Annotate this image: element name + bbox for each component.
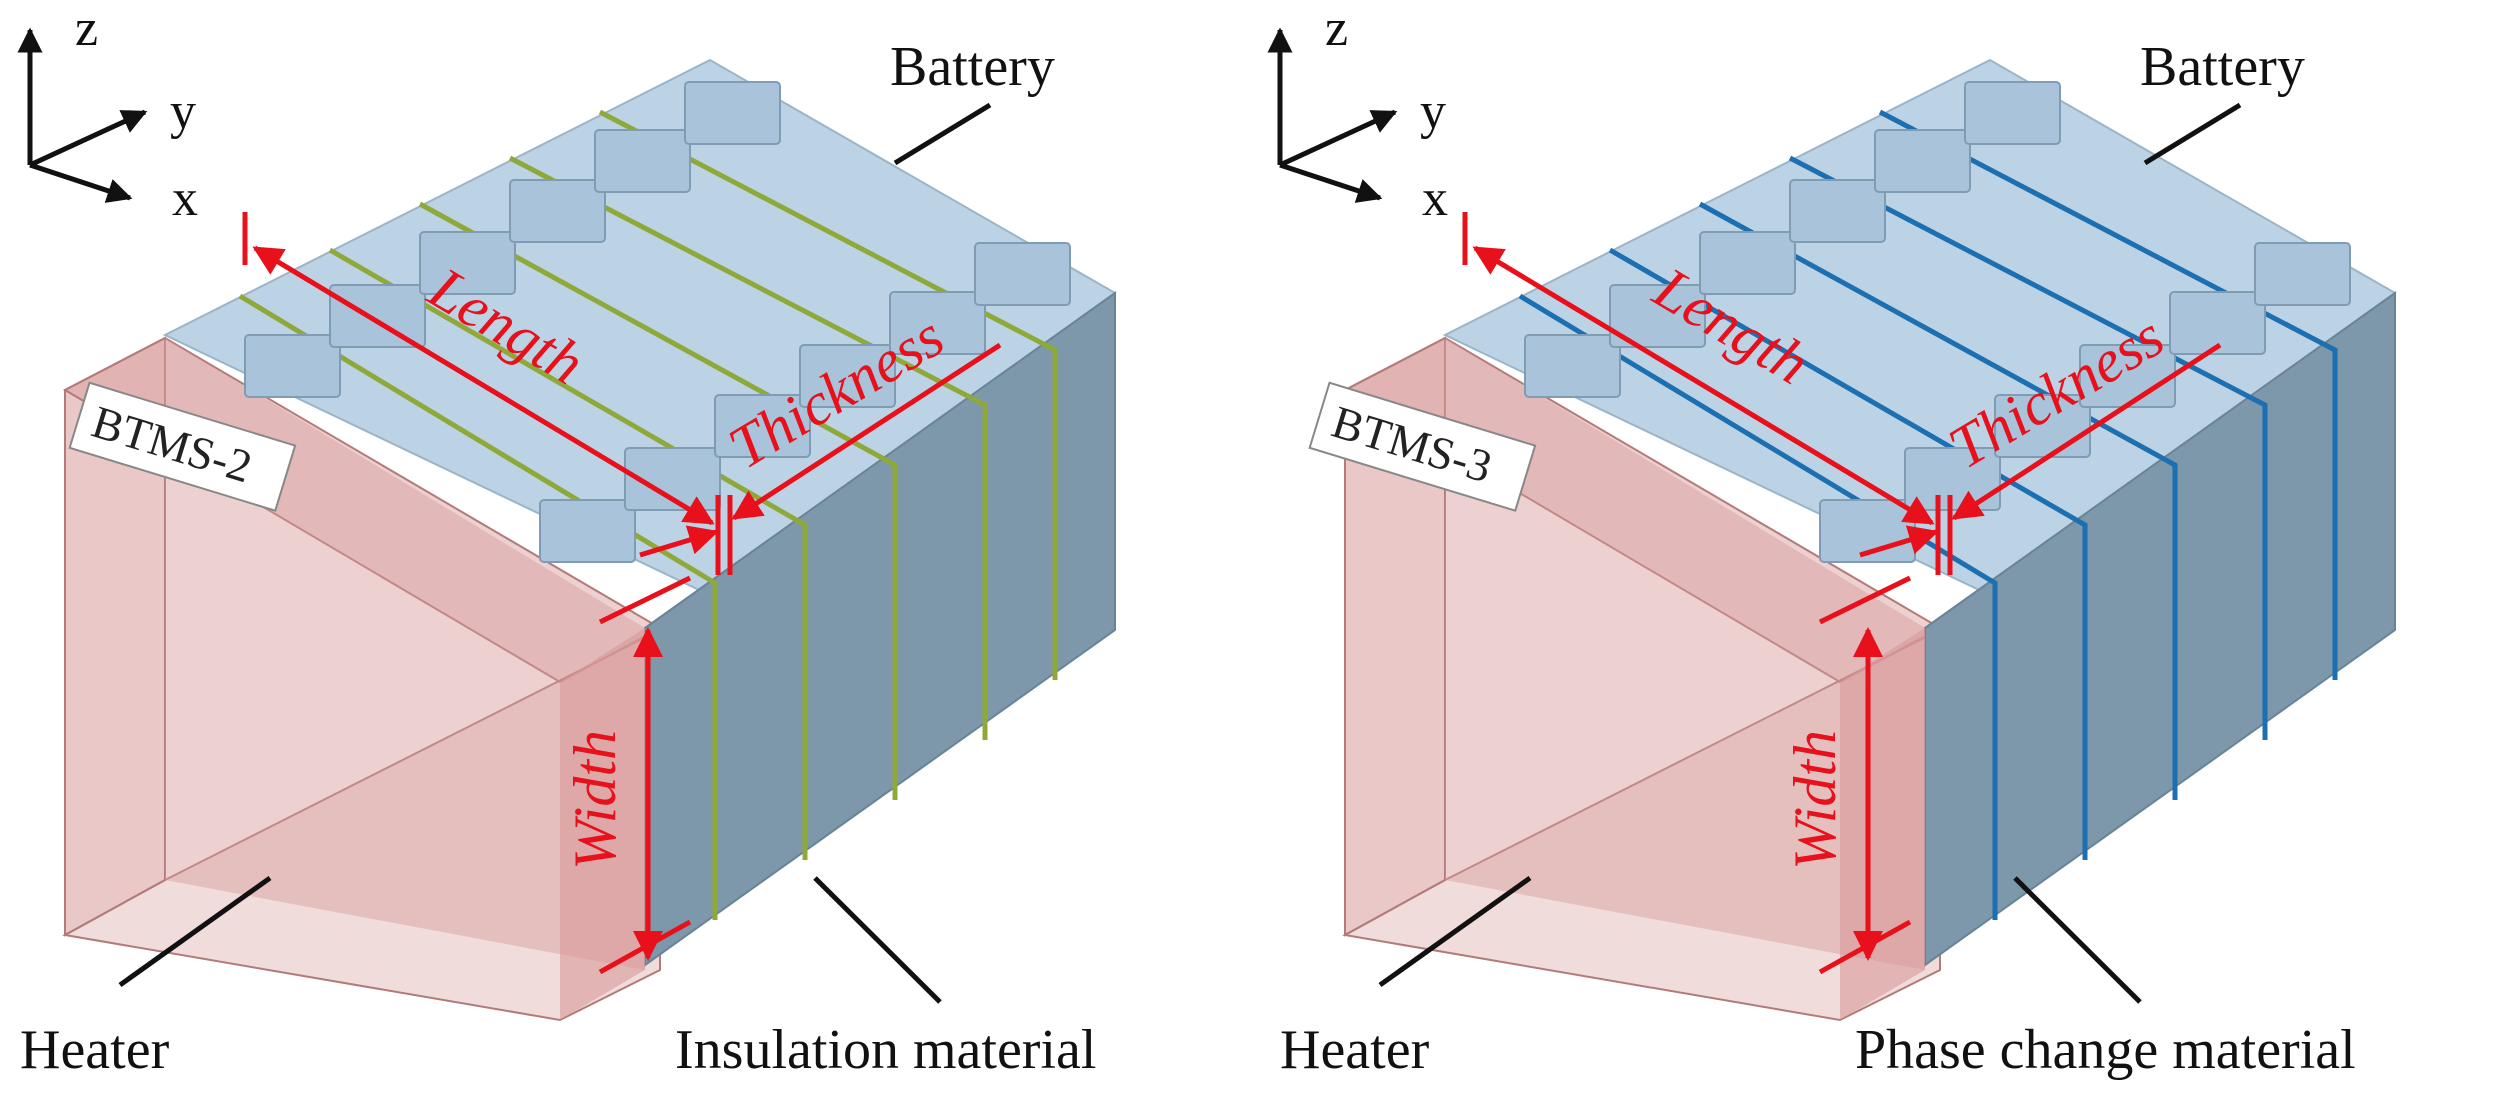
- length-dimension: [242, 212, 715, 526]
- axis-label-y: y: [170, 83, 196, 140]
- panel-btms-2: z y x Length Thickness Width BTMS-2: [17, 0, 1117, 1081]
- panel-btms-3: z y x Length Thickness Width BTMS-3 B: [1267, 0, 2397, 1081]
- terminal: [594, 129, 691, 193]
- width-dimension: [1818, 575, 1912, 975]
- btms-tag-box: [68, 381, 297, 512]
- terminal: [2169, 291, 2266, 355]
- btms-tag-box: [1308, 381, 1537, 512]
- terminal: [1874, 129, 1971, 193]
- material-label: Phase change material: [1855, 1019, 2356, 1081]
- heater-side-face: [1840, 628, 1925, 1020]
- terminal: [1789, 179, 1886, 243]
- leader-lines: [118, 102, 992, 1004]
- terminal: [1964, 81, 2061, 145]
- axis-label-x: x: [1422, 170, 1448, 227]
- heater-label: Heater: [1280, 1019, 1430, 1081]
- material-label: Insulation material: [675, 1019, 1096, 1081]
- battery-label: Battery: [890, 36, 1055, 98]
- terminal: [329, 284, 426, 348]
- axis-label-z: z: [75, 0, 98, 57]
- terminal: [1524, 334, 1621, 398]
- terminal: [889, 291, 986, 355]
- terminal: [539, 499, 636, 563]
- coordinate-axes: [17, 27, 148, 203]
- thickness-dimension: [639, 342, 1002, 575]
- terminal: [509, 179, 606, 243]
- width-dimension: [598, 575, 692, 975]
- terminal: [714, 394, 811, 458]
- axis-label-y: y: [1420, 83, 1446, 140]
- coordinate-axes: [1267, 27, 1398, 203]
- leader-lines: [1378, 102, 2242, 1004]
- heater-side-face: [560, 628, 645, 1020]
- terminal: [974, 242, 1071, 306]
- terminal: [2254, 242, 2351, 306]
- terminal: [799, 344, 896, 408]
- width-label: Width: [1782, 730, 1848, 870]
- axis-label-z: z: [1325, 0, 1348, 57]
- terminal: [684, 81, 781, 145]
- heater-label: Heater: [20, 1019, 170, 1081]
- terminal: [1994, 394, 2091, 458]
- battery-label: Battery: [2140, 36, 2305, 98]
- width-label: Width: [562, 730, 628, 870]
- thickness-dimension: [1859, 342, 2222, 575]
- length-dimension: [1462, 212, 1935, 526]
- axis-label-x: x: [172, 170, 198, 227]
- terminal: [244, 334, 341, 398]
